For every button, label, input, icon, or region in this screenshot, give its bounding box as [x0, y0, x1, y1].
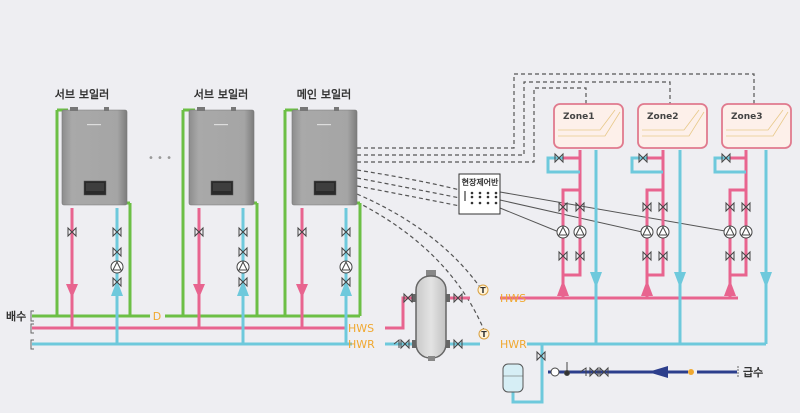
cold-water-supply: 급수 — [536, 350, 763, 379]
boiler-label-1: 서브 보일러 — [55, 87, 109, 101]
svg-text:Zone1: Zone1 — [563, 112, 594, 122]
control-panel-label: 현장제어반 — [462, 177, 499, 187]
zone-valves — [554, 152, 751, 262]
water-supply-label: 급수 — [743, 366, 763, 379]
boiler-main — [291, 107, 358, 206]
temperature-sensor-return: T — [478, 328, 490, 340]
separator-valves — [393, 292, 463, 350]
boiler-pumps — [110, 260, 353, 274]
svg-text:Zone3: Zone3 — [731, 112, 762, 122]
svg-text:T: T — [480, 286, 486, 295]
supply-pipes — [32, 150, 748, 330]
hwr-label-right: HWR — [500, 338, 527, 351]
zone-3: Zone3 — [721, 103, 792, 149]
return-flow-arrows — [111, 272, 772, 296]
pump-control-wires — [499, 191, 726, 233]
boiler-sub-2 — [188, 107, 255, 206]
pipe-end-caps — [30, 310, 34, 350]
svg-text:Zone2: Zone2 — [647, 112, 678, 122]
svg-text:T: T — [481, 330, 487, 339]
hwr-label-left: HWR — [348, 338, 375, 351]
hydraulic-separator — [412, 270, 450, 361]
boiler-valves — [67, 226, 351, 288]
supply-flow-arrows — [66, 280, 736, 298]
temperature-sensor-supply: T — [477, 284, 489, 296]
more-boilers-ellipsis: • • • — [148, 153, 172, 164]
hws-label-left: HWS — [348, 322, 374, 335]
drain-line-label: D — [153, 310, 161, 323]
hws-label-right: HWS — [500, 292, 526, 305]
boiler-label-main: 메인 보일러 — [297, 87, 351, 101]
zone-1: Zone1 — [553, 103, 624, 149]
boiler-label-2: 서브 보일러 — [194, 87, 248, 101]
return-pipes — [32, 150, 768, 404]
zone-2: Zone2 — [637, 103, 708, 149]
control-wiring — [356, 73, 755, 331]
zone-pumps — [556, 225, 753, 239]
drain-label: 배수 — [6, 309, 26, 323]
control-panel: 현장제어반 — [458, 173, 501, 215]
boiler-sub-1 — [61, 107, 128, 206]
expansion-tank — [502, 363, 524, 393]
